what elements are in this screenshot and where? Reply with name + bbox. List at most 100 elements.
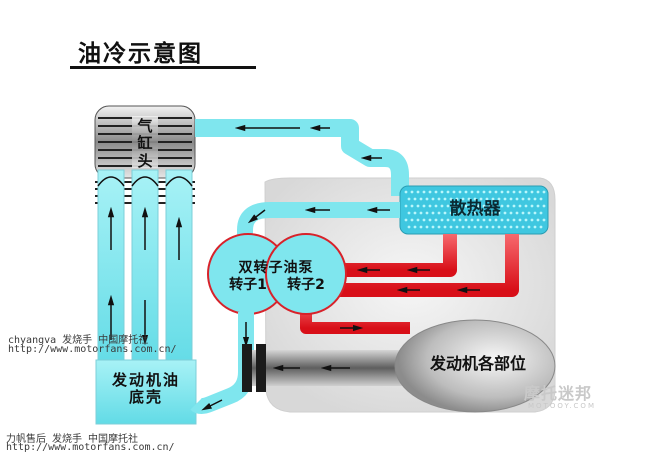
- radiator-fin-dot: [527, 225, 531, 229]
- radiator-fin-dot: [524, 218, 528, 222]
- radiator-fin-dot: [491, 225, 495, 229]
- radiator-fin-dot: [479, 197, 483, 201]
- radiator-fin-dot: [464, 218, 468, 222]
- radiator-fin-dot: [506, 190, 510, 194]
- watermark-bottom-line1: 力帆售后 发烧手 中国摩托社: [6, 434, 139, 445]
- radiator-fin-dot: [479, 225, 483, 229]
- radiator-fin-dot: [524, 190, 528, 194]
- brand-watermark: 摩托迷邦: [524, 384, 593, 403]
- radiator-fin-dot: [443, 225, 447, 229]
- radiator-fin-dot: [452, 204, 456, 208]
- radiator-fin-dot: [500, 190, 504, 194]
- radiator-fin-dot: [446, 204, 450, 208]
- radiator-fin-dot: [458, 218, 462, 222]
- radiator-fin-dot: [542, 190, 546, 194]
- radiator-fin-dot: [440, 190, 444, 194]
- radiator-fin-dot: [419, 197, 423, 201]
- radiator-fin-dot: [437, 197, 441, 201]
- radiator-fin-dot: [488, 190, 492, 194]
- radiator-fin-dot: [539, 225, 543, 229]
- watermark-mid-line1: chyangva 发烧手 中国摩托社: [8, 335, 149, 346]
- radiator-fin-dot: [446, 190, 450, 194]
- radiator-fin-dot: [500, 204, 504, 208]
- radiator-fin-dot: [434, 204, 438, 208]
- radiator-fin-dot: [515, 211, 519, 215]
- radiator-fin-dot: [485, 225, 489, 229]
- radiator-fin-dot: [527, 197, 531, 201]
- radiator-fin-dot: [407, 225, 411, 229]
- oil-pan-label: 发动机油底壳: [111, 371, 180, 407]
- radiator-fin-dot: [500, 218, 504, 222]
- radiator-fin-dot: [440, 204, 444, 208]
- double-rotor-oil-pump: [207, 233, 347, 315]
- radiator-fin-dot: [413, 225, 417, 229]
- brand-watermark-url: MOTOOY.COM: [528, 402, 596, 410]
- radiator-fin-dot: [422, 204, 426, 208]
- radiator-fin-dot: [431, 225, 435, 229]
- radiator-fin-dot: [527, 211, 531, 215]
- radiator-fin-dot: [515, 225, 519, 229]
- radiator-fin-dot: [455, 225, 459, 229]
- radiator-fin-dot: [416, 218, 420, 222]
- radiator-fin-dot: [449, 211, 453, 215]
- radiator-fin-dot: [476, 190, 480, 194]
- radiator-fin-dot: [428, 190, 432, 194]
- radiator-fin-dot: [518, 190, 522, 194]
- radiator-fin-dot: [482, 204, 486, 208]
- radiator-fin-dot: [425, 225, 429, 229]
- radiator-fin-dot: [419, 211, 423, 215]
- radiator-fin-dot: [440, 218, 444, 222]
- radiator-fin-dot: [530, 218, 534, 222]
- radiator-fin-dot: [521, 225, 525, 229]
- radiator-fin-dot: [455, 197, 459, 201]
- radiator-fin-dot: [410, 190, 414, 194]
- radiator-fin-dot: [491, 197, 495, 201]
- radiator-fin-dot: [416, 190, 420, 194]
- radiator-fin-dot: [512, 190, 516, 194]
- radiator-fin-dot: [449, 225, 453, 229]
- radiator-fin-dot: [512, 204, 516, 208]
- radiator-fin-dot: [503, 197, 507, 201]
- radiator-fin-dot: [494, 204, 498, 208]
- engine-parts: [394, 319, 556, 413]
- radiator-fin-dot: [512, 218, 516, 222]
- radiator-fin-dot: [410, 204, 414, 208]
- radiator-fin-dot: [461, 197, 465, 201]
- radiator-fin-dot: [521, 211, 525, 215]
- radiator-fin-dot: [503, 211, 507, 215]
- radiator-fin-dot: [524, 204, 528, 208]
- radiator-fin-dot: [473, 225, 477, 229]
- radiator-fin-dot: [473, 211, 477, 215]
- radiator-fin-dot: [437, 211, 441, 215]
- radiator-fin-dot: [515, 197, 519, 201]
- radiator-fin-dot: [470, 218, 474, 222]
- radiator-fin-dot: [518, 204, 522, 208]
- radiator-fin-dot: [509, 197, 513, 201]
- pipe-head-to-radiator: [195, 119, 409, 196]
- radiator-fin-dot: [404, 190, 408, 194]
- oil-pump-title-label: 双转子油泵: [238, 260, 314, 276]
- radiator-fin-dot: [422, 218, 426, 222]
- radiator-fin-dot: [431, 197, 435, 201]
- radiator-fin-dot: [419, 225, 423, 229]
- radiator-fin-dot: [413, 211, 417, 215]
- cylinder-head-label: 气缸头: [137, 117, 153, 170]
- radiator-fin-dot: [497, 197, 501, 201]
- radiator-fin-dot: [485, 211, 489, 215]
- radiator-fin-dot: [497, 225, 501, 229]
- title-underline: [70, 66, 256, 69]
- radiator-fin-dot: [425, 197, 429, 201]
- radiator-fin-dot: [467, 197, 471, 201]
- radiator-fin-dot: [410, 218, 414, 222]
- radiator-fin-dot: [437, 225, 441, 229]
- radiator-label: 散热器: [449, 199, 501, 219]
- radiator-fin-dot: [407, 211, 411, 215]
- radiator-fin-dot: [482, 190, 486, 194]
- radiator-fin-dot: [434, 190, 438, 194]
- radiator-fin-dot: [470, 190, 474, 194]
- page-title: 油冷示意图: [78, 41, 203, 67]
- radiator-fin-dot: [461, 225, 465, 229]
- radiator-fin-dot: [539, 197, 543, 201]
- radiator-fin-dot: [509, 211, 513, 215]
- radiator-fin-dot: [434, 218, 438, 222]
